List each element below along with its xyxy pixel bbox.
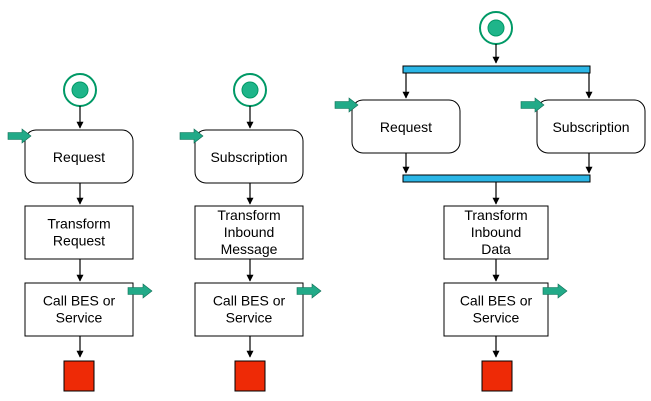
trigger-node: Subscription [194, 129, 304, 184]
trigger-node-left: Request [351, 99, 461, 154]
exit-arrow-icon [127, 283, 153, 299]
start-node [233, 73, 267, 107]
entry-arrow-icon [7, 128, 32, 144]
trigger-node: Request [24, 129, 134, 184]
trigger-label-right: Subscription [552, 119, 629, 135]
entry-arrow-icon [334, 97, 359, 113]
entry-arrow-icon [179, 128, 204, 144]
fork-bar [402, 65, 591, 74]
end-node [481, 360, 513, 392]
join-bar [402, 174, 591, 183]
exit-arrow-icon [542, 283, 568, 299]
trigger-label-left: Request [380, 119, 432, 135]
trigger-label: Subscription [210, 149, 287, 165]
trigger-node-right: Subscription [536, 99, 646, 154]
end-node [63, 360, 95, 392]
exit-arrow-icon [296, 283, 322, 299]
entry-arrow-icon [520, 97, 545, 113]
start-node [479, 11, 513, 45]
end-node [234, 360, 266, 392]
trigger-label: Request [53, 149, 105, 165]
start-node [63, 73, 97, 107]
